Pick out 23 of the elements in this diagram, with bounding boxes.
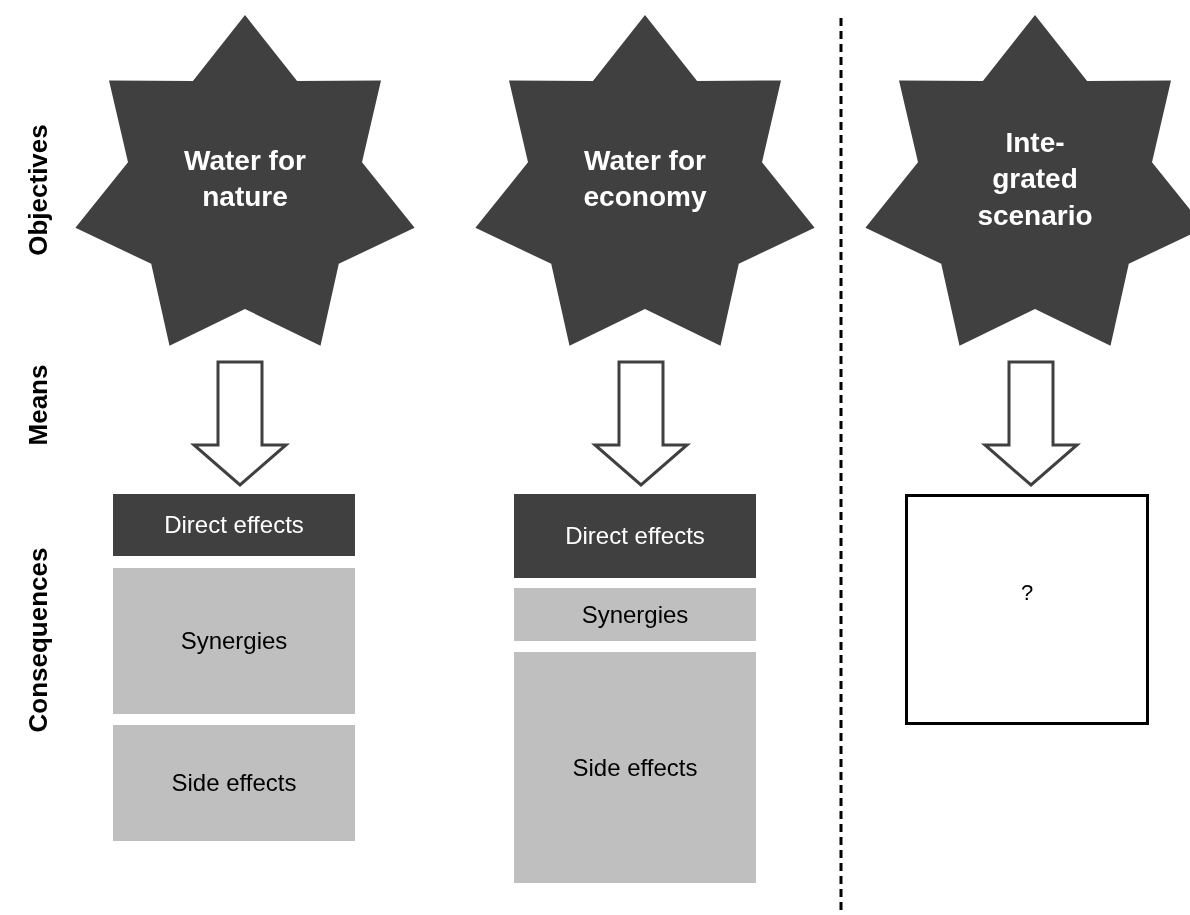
effect-box [514,494,756,578]
node-label: Water for economy [582,144,708,215]
row-label: Means [22,364,54,446]
effect-box [113,725,355,841]
node-label: Water for nature [183,144,307,215]
row-label: Objectives [22,124,54,256]
block-arrow [981,360,1081,487]
node-label: Synergies [580,599,690,630]
node-label: Side effects [571,752,699,783]
result-box [905,494,1149,725]
row-label: Consequences [22,547,54,733]
effect-box [113,494,355,556]
effect-box [514,652,756,883]
node-label: Side effects [170,768,298,799]
node-label: Synergies [179,626,289,657]
block-arrow [591,360,691,487]
block-arrow [190,360,290,487]
effect-box [113,568,355,714]
node-label: Direct effects [163,510,305,541]
node-label: Inte- grated scenario [976,126,1094,233]
node-label: Direct effects [564,521,706,552]
node-label: ? [1019,579,1035,607]
effect-box [514,588,756,641]
